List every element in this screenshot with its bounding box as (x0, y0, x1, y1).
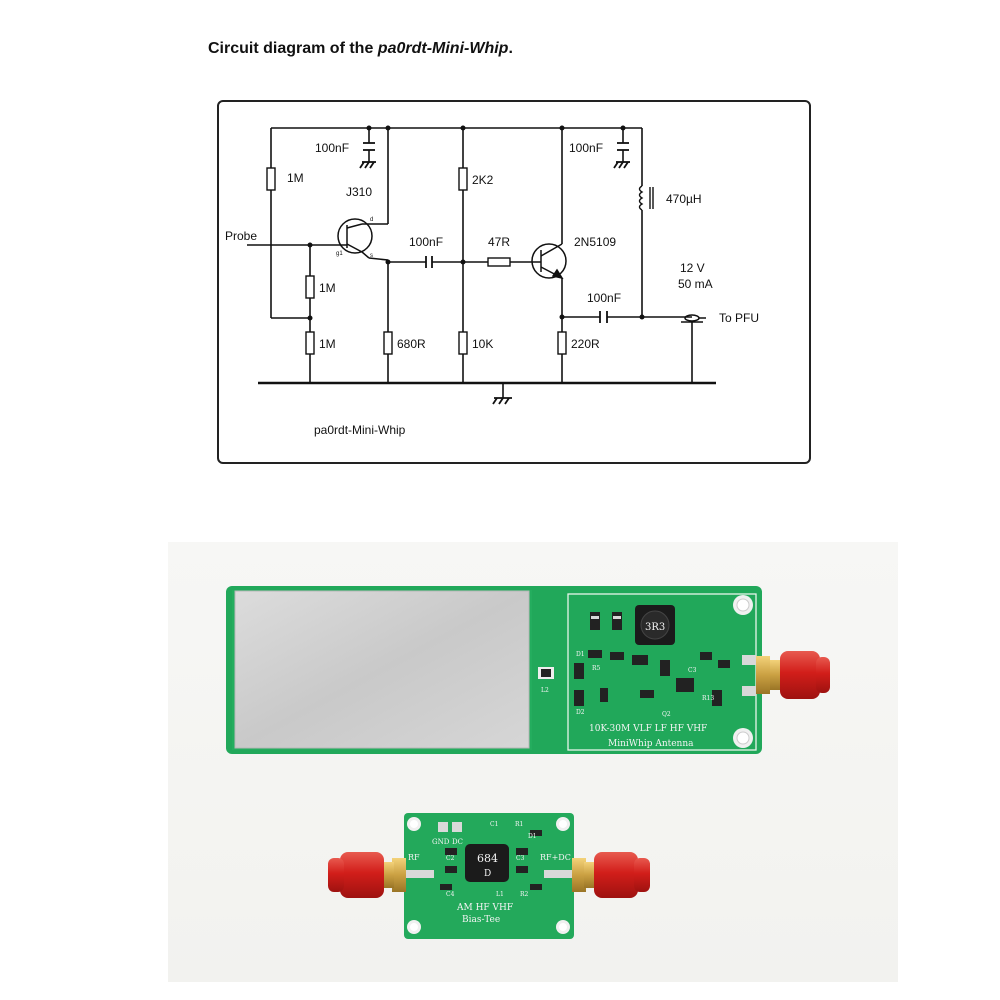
board2-name-label: Bias-Tee (462, 915, 500, 925)
label-47r: 47R (488, 235, 510, 249)
power-inductor-icon (635, 605, 675, 645)
mounting-hole-icon (407, 817, 570, 934)
ground-symbol (492, 397, 512, 405)
label-c-top-right: 100nF (569, 141, 603, 155)
label-1m-top: 1M (287, 171, 304, 185)
resistor-1m-bottom (305, 331, 315, 355)
label-to-pfu: To PFU (719, 311, 759, 325)
schematic-caption: pa0rdt-Mini-Whip (314, 423, 406, 437)
label-rf: RF (408, 853, 420, 862)
transistor-2n5109 (531, 243, 567, 280)
heading-suffix: . (508, 40, 513, 57)
heading-prefix: Circuit diagram of the (208, 40, 378, 57)
aluminum-probe-plate (234, 590, 530, 749)
resistor-2k2 (458, 167, 468, 191)
output-coax-symbol (681, 314, 706, 323)
label-supply-voltage: 12 V (680, 261, 705, 275)
power-inductor-icon (465, 844, 509, 882)
label-r13: R13 (702, 695, 714, 702)
sma-connector-left-icon (328, 852, 406, 898)
label-c2: C2 (446, 855, 455, 862)
label-2k2: 2K2 (472, 173, 494, 187)
jfet-pin-s: s (370, 253, 373, 259)
schematic-frame (217, 100, 811, 464)
label-c-top-left: 100nF (315, 141, 349, 155)
label-c-output: 100nF (587, 291, 621, 305)
dc-pads (438, 822, 462, 832)
label-1m-bottom: 1M (319, 337, 336, 351)
label-d1: D1 (528, 833, 537, 840)
inductor-marking-value: 684 (477, 852, 498, 865)
probe-label: Probe (225, 229, 257, 243)
inductor-470uh (638, 185, 654, 211)
board1-frequency-label: 10K-30M VLF LF HF VHF (589, 724, 707, 734)
label-supply-current: 50 mA (678, 277, 713, 291)
label-d1: D1 (576, 651, 585, 658)
label-l2: L2 (541, 687, 549, 694)
label-rf-dc: RF+DC (540, 853, 571, 862)
label-r1: R1 (515, 821, 523, 828)
label-dc: DC (452, 838, 463, 846)
inductor-marking: 3R3 (645, 622, 665, 633)
label-680r: 680R (397, 337, 426, 351)
label-r5: R5 (592, 665, 601, 672)
heading-circuit-name: pa0rdt-Mini-Whip (377, 40, 509, 57)
label-c-coupling: 100nF (409, 235, 443, 249)
jfet-pin-d: d (370, 217, 373, 223)
rf-traces (404, 870, 574, 878)
label-q2: Q2 (662, 711, 671, 718)
inductor-marking-suffix: D (484, 869, 491, 879)
board1-name-label: MiniWhip Antenna (608, 739, 694, 749)
smd-components (440, 830, 542, 890)
diode-icon (538, 667, 554, 679)
resistor-1m-top (266, 167, 276, 191)
label-d2: D2 (576, 709, 585, 716)
jfet-pin-g: g1 (336, 251, 343, 257)
label-470uh: 470µH (666, 192, 702, 206)
label-j310: J310 (346, 185, 372, 199)
capacitor-coupling (425, 256, 433, 268)
label-10k: 10K (472, 337, 493, 351)
miniwhip-board: 3R3 L2 D1 D2 R5 R13 Q2 C3 10K-30M VLF LF… (226, 586, 830, 754)
jfet-j310 (337, 218, 373, 259)
capacitor-top-right (613, 142, 630, 169)
resistor-680r (383, 331, 393, 355)
resistor-1m-mid (305, 275, 315, 299)
capacitor-top-left (359, 142, 376, 169)
solder-pads (591, 616, 756, 696)
diagram-heading: Circuit diagram of the pa0rdt-Mini-Whip. (208, 40, 513, 58)
sma-connector-right-icon (572, 852, 650, 898)
bias-tee-board: 684 D GND DC RF RF+DC C1 R1 D1 C2 C3 C4 … (328, 813, 650, 939)
board2-band-label: AM HF VHF (456, 903, 513, 913)
label-c1: C1 (490, 821, 498, 828)
label-2n5109: 2N5109 (574, 235, 616, 249)
resistor-220r (557, 331, 567, 355)
junction-dots (307, 125, 645, 321)
resistor-10k (458, 331, 468, 355)
label-c4: C4 (446, 891, 455, 898)
sma-connector-icon (756, 651, 830, 699)
capacitor-output (599, 311, 608, 323)
label-gnd: GND (432, 838, 450, 846)
label-1m-mid: 1M (319, 281, 336, 295)
label-r2: R2 (520, 891, 529, 898)
label-220r: 220R (571, 337, 600, 351)
resistor-47r (487, 257, 511, 267)
smd-components (574, 612, 730, 706)
label-l1: L1 (496, 891, 504, 898)
mounting-hole-icon (733, 595, 753, 748)
label-c3: C3 (688, 667, 697, 674)
label-c3: C3 (516, 855, 525, 862)
